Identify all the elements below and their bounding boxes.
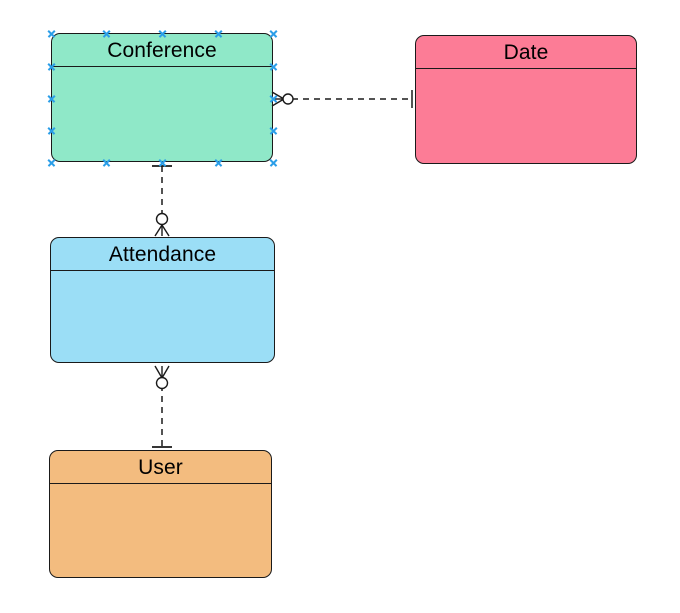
entity-body-attendance — [51, 271, 274, 362]
entity-title-attendance: Attendance — [108, 242, 217, 266]
entity-body-user — [50, 484, 271, 577]
entity-body-conference — [52, 67, 272, 161]
entity-header-user: User — [50, 451, 271, 484]
relationship-conference-date[interactable] — [271, 90, 413, 108]
resize-handle-6[interactable] — [269, 62, 278, 71]
entity-title-conference: Conference — [107, 38, 217, 62]
relationship-attendance-user[interactable] — [152, 365, 172, 448]
crowsfoot-zero-or-many-attendance-user — [154, 365, 170, 390]
entity-title-date: Date — [503, 40, 549, 64]
resize-handle-2[interactable] — [158, 29, 167, 38]
resize-handle-13[interactable] — [158, 158, 167, 167]
entity-title-user: User — [138, 455, 183, 479]
resize-handle-0[interactable] — [47, 29, 56, 38]
entity-body-date — [416, 69, 636, 163]
crowsfoot-zero-or-many-attendance — [154, 212, 170, 237]
entity-header-date: Date — [416, 36, 636, 69]
resize-handle-15[interactable] — [269, 158, 278, 167]
resize-handle-10[interactable] — [269, 126, 278, 135]
entity-user[interactable]: User — [49, 450, 272, 578]
resize-handle-14[interactable] — [214, 158, 223, 167]
entity-date[interactable]: Date — [415, 35, 637, 164]
resize-handle-4[interactable] — [269, 29, 278, 38]
entity-header-conference: Conference — [52, 34, 272, 67]
resize-handle-12[interactable] — [102, 158, 111, 167]
resize-handle-3[interactable] — [214, 29, 223, 38]
resize-handle-1[interactable] — [102, 29, 111, 38]
relationship-conference-attendance[interactable] — [152, 165, 172, 237]
entity-header-attendance: Attendance — [51, 238, 274, 271]
entity-conference[interactable]: Conference — [51, 33, 273, 162]
resize-handle-9[interactable] — [47, 126, 56, 135]
resize-handle-5[interactable] — [47, 62, 56, 71]
resize-handle-11[interactable] — [47, 158, 56, 167]
resize-handle-8[interactable] — [269, 94, 278, 103]
entity-attendance[interactable]: Attendance — [50, 237, 275, 363]
resize-handle-7[interactable] — [47, 94, 56, 103]
